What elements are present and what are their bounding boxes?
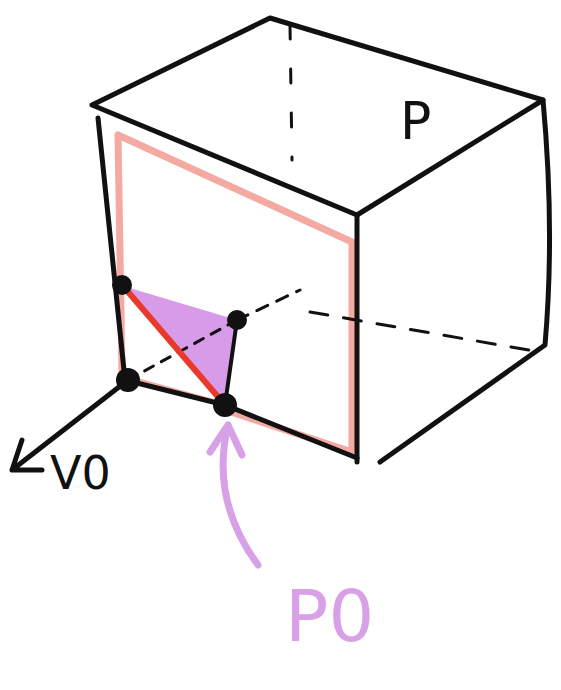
vertex-dot xyxy=(213,393,237,417)
cube-front xyxy=(355,215,360,462)
edge xyxy=(225,320,237,405)
hidden-edge xyxy=(290,25,292,160)
cube-front xyxy=(98,118,357,458)
corner-region xyxy=(123,286,237,405)
vertex-dot xyxy=(112,275,132,295)
hidden-edge xyxy=(128,320,237,380)
hidden-edge xyxy=(237,290,300,320)
diagonal xyxy=(123,286,225,405)
region-label: P0 xyxy=(285,580,374,652)
face-label: P xyxy=(400,95,431,147)
face-outline xyxy=(118,135,352,452)
cube-top xyxy=(92,18,543,215)
pointer-arrow xyxy=(210,425,258,565)
vertex-dot xyxy=(227,310,247,330)
hidden-edge xyxy=(310,312,540,352)
vector-label: V0 xyxy=(50,450,111,496)
cube-right xyxy=(380,100,550,462)
